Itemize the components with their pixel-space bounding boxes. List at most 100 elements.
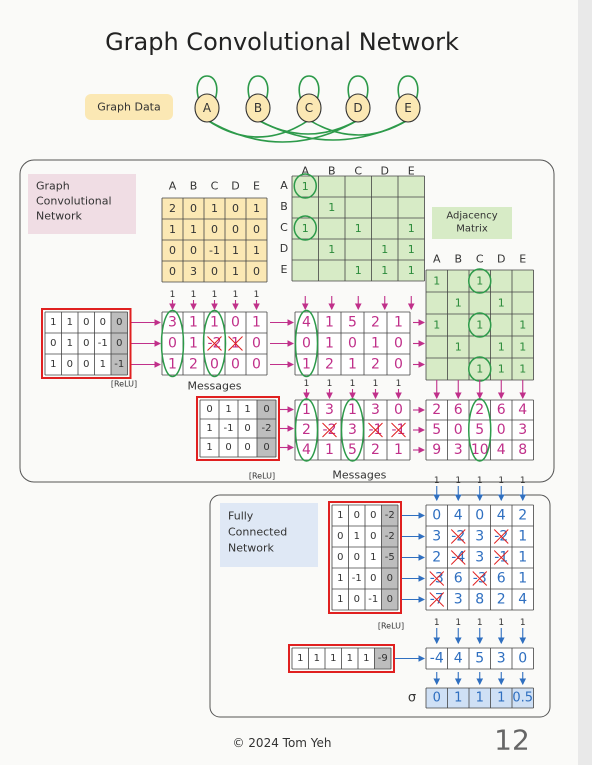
matrix-cell: 1 <box>330 653 336 664</box>
matrix-cell: 0 <box>253 223 260 236</box>
matrix-cell: 0 <box>394 402 403 418</box>
matrix-cell: 2 <box>325 357 334 373</box>
matrix-cell: 2 <box>371 357 380 373</box>
matrix-cell: 1 <box>50 317 56 328</box>
matrix-cell: 4 <box>497 442 506 458</box>
matrix-cell: 0 <box>354 510 360 521</box>
matrix-cell: 1 <box>169 223 176 236</box>
matrix-cell: 0 <box>475 508 484 524</box>
matrix-cell: 1 <box>498 297 505 310</box>
matrix-cell: 1 <box>476 691 484 706</box>
bias-one: 1 <box>455 618 461 628</box>
matrix-cell: 0 <box>232 223 239 236</box>
bias-column <box>374 648 391 669</box>
matrix-cell: 0 <box>394 357 403 373</box>
matrix-cell: 5 <box>348 315 357 331</box>
matrix-cell: 4 <box>302 315 311 331</box>
graph-node-label: A <box>203 101 212 115</box>
matrix-cell: 2 <box>302 422 311 438</box>
gcn-container <box>19 159 555 483</box>
bias-one: 1 <box>304 379 310 389</box>
matrix-cell: 0 <box>370 573 376 584</box>
self-loop <box>196 75 218 101</box>
matrix-cell: 0 <box>354 594 360 605</box>
matrix-cell: 1 <box>50 359 56 370</box>
matrix-cell: 2 <box>497 592 506 608</box>
matrix-cell: 1 <box>518 550 527 566</box>
matrix-cell: 10 <box>471 442 489 458</box>
matrix-cell: 1 <box>325 336 334 352</box>
matrix-cell: 1 <box>348 402 357 418</box>
matrix-cell: 3 <box>348 422 357 438</box>
gcn-label-box <box>28 174 136 234</box>
matrix-cell: 0 <box>253 265 260 278</box>
matrix-cell: 1 <box>244 404 250 415</box>
matrix-cell: 4 <box>518 592 527 608</box>
matrix-cell: 0 <box>302 336 311 352</box>
matrix-cell: 1 <box>381 264 388 277</box>
matrix-cell: 1 <box>302 402 311 418</box>
highlight-oval <box>293 215 317 241</box>
matrix-cell: 2 <box>432 402 441 418</box>
column-header: D <box>231 180 239 193</box>
bias-one: 1 <box>327 379 333 389</box>
bias-one: 1 <box>498 476 504 486</box>
row-header: E <box>281 263 288 276</box>
matrix-cell: 1 <box>519 363 526 376</box>
matrix-cell: 0 <box>83 338 89 349</box>
matrix-cell: 0 <box>169 244 176 257</box>
matrix-cell: 0 <box>211 265 218 278</box>
column-header: D <box>381 165 389 178</box>
matrix-cell: -2 <box>262 423 272 434</box>
matrix-cell: 0 <box>100 317 106 328</box>
highlight-oval <box>468 268 492 294</box>
zeroed-mark <box>207 336 222 351</box>
matrix-cell: 0 <box>83 317 89 328</box>
zeroed-mark <box>493 529 509 544</box>
matrix-cell: 1 <box>337 510 343 521</box>
weight-border <box>196 396 280 461</box>
activation-label: [ReLU] <box>378 622 404 631</box>
matrix-cell: 1 <box>328 201 335 214</box>
graph-node <box>194 93 220 123</box>
matrix-cell: 1 <box>355 264 362 277</box>
fc-container <box>209 494 551 718</box>
bias-one: 1 <box>520 618 526 628</box>
matrix-cell: 1 <box>355 222 362 235</box>
column-header: C <box>476 253 484 266</box>
matrix-cell: 1 <box>232 244 239 257</box>
fc-label: Network <box>228 542 275 555</box>
matrix-cell: 0 <box>394 336 403 352</box>
matrix-cell: -1 <box>114 359 124 370</box>
matrix-cell: 3 <box>475 550 484 566</box>
matrix-cell: 1 <box>190 223 197 236</box>
fc-label: Connected <box>228 526 287 539</box>
matrix-cell: 0 <box>387 594 393 605</box>
matrix-cell: 3 <box>190 265 197 278</box>
matrix-cell: 1 <box>328 243 335 256</box>
matrix-cell: 0 <box>263 442 269 453</box>
row-header: D <box>280 242 288 255</box>
matrix-cell: 1 <box>225 404 231 415</box>
zeroed-mark <box>368 422 383 438</box>
matrix-cell: 1 <box>455 341 462 354</box>
matrix-bg <box>426 648 534 669</box>
matrix-cell: 1 <box>408 222 415 235</box>
matrix-cell: 0 <box>370 531 376 542</box>
matrix-bg <box>426 270 534 380</box>
matrix-cell: 1 <box>100 359 106 370</box>
matrix-cell: 0 <box>252 336 261 352</box>
matrix-cell: -1 <box>209 244 220 257</box>
matrix-cell: 5 <box>432 422 441 438</box>
matrix-cell: -1 <box>98 338 108 349</box>
matrix-cell: 1 <box>297 653 303 664</box>
matrix-cell: 3 <box>432 529 441 545</box>
matrix-cell: 1 <box>518 529 527 545</box>
column-header: C <box>354 165 362 178</box>
matrix-cell: 8 <box>518 442 527 458</box>
